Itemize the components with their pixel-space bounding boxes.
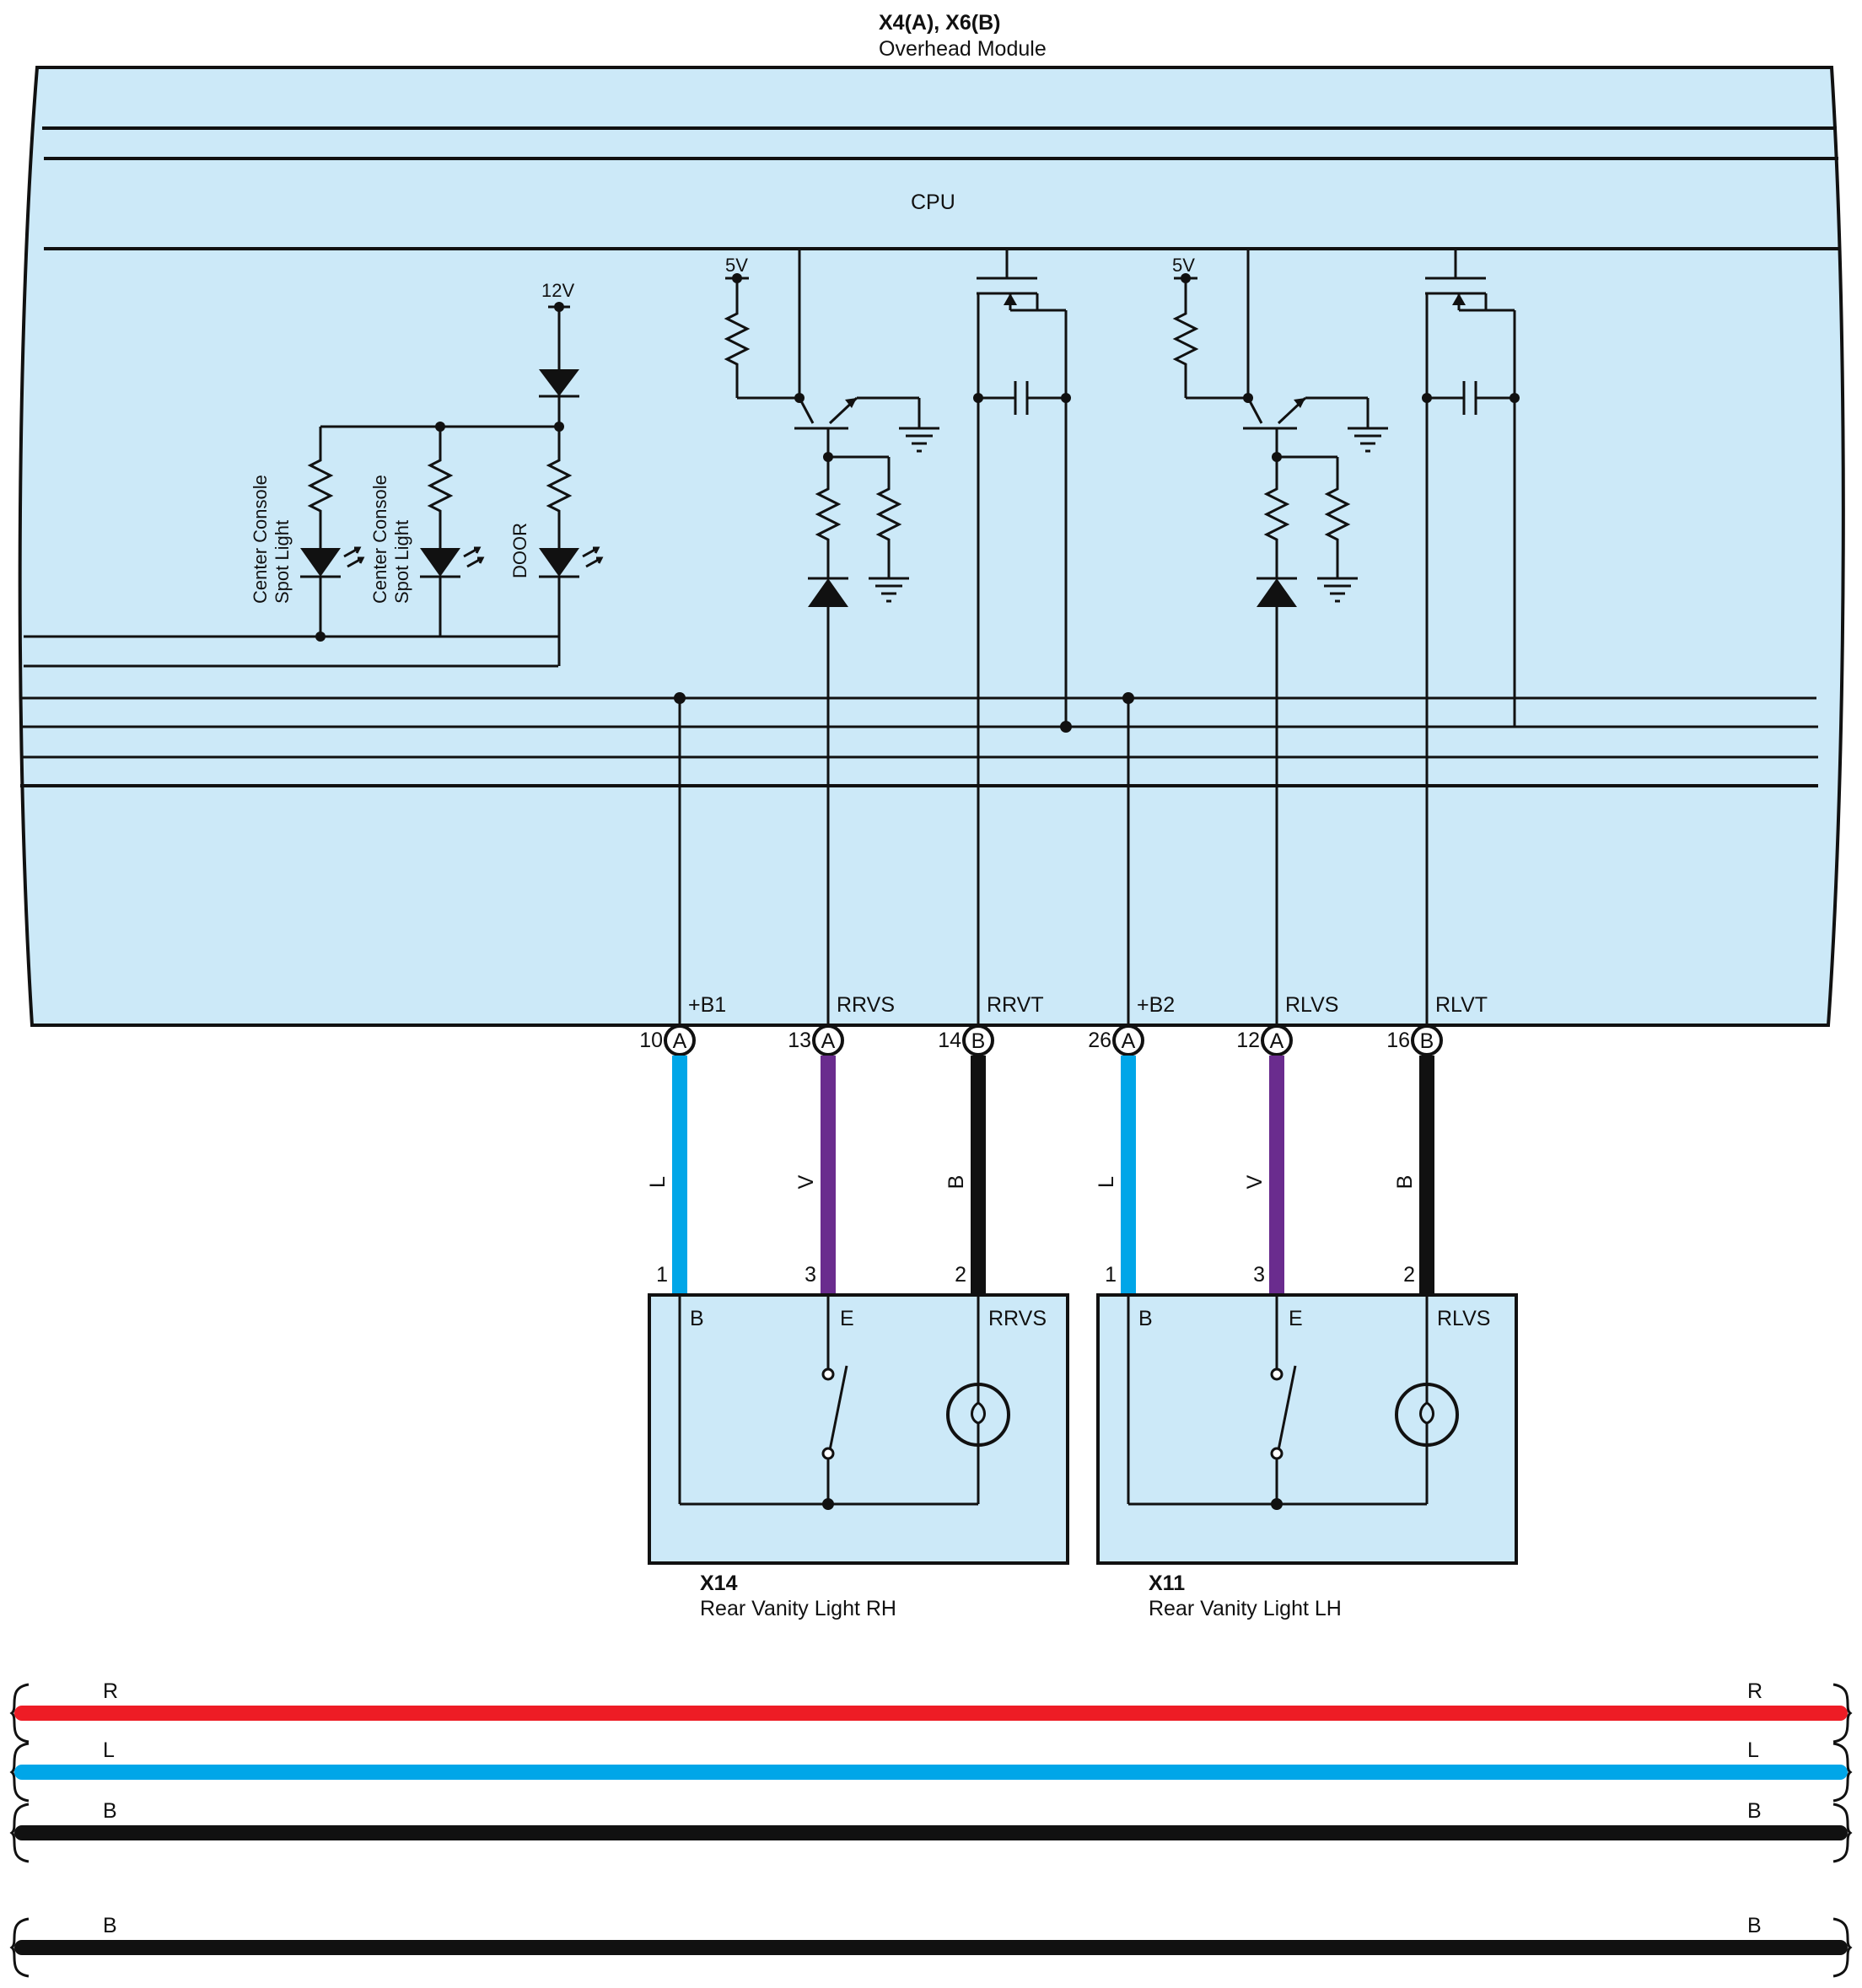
led-2-label-line1: Center Console <box>369 475 390 604</box>
signal-label: RRVT <box>987 993 1044 1017</box>
connector-terminal <box>1112 1024 1144 1056</box>
rh-terminal-rrvs: RRVS <box>988 1307 1047 1330</box>
bus-color-code-right: L <box>1747 1738 1759 1762</box>
pin-number: 12 <box>1236 1029 1260 1052</box>
bus-break-left <box>9 1742 30 1803</box>
connector-letter: A <box>1122 1029 1136 1053</box>
led-circuit: 12V Center Console Spot Light Center Con… <box>250 280 603 666</box>
bus-color-code-right: B <box>1747 1914 1762 1937</box>
connector-letter: A <box>821 1029 836 1053</box>
bus-color-code-left: R <box>103 1679 118 1703</box>
pin-number: 14 <box>938 1029 961 1052</box>
rh-switch-contact-top <box>821 1367 835 1381</box>
rh-door-switch <box>828 1365 848 1451</box>
wire-end-pin: 3 <box>1253 1263 1265 1287</box>
supply-12v-label: 12V <box>541 280 574 301</box>
signal-label: RLVT <box>1435 993 1488 1017</box>
connector-terminal <box>962 1024 994 1056</box>
connector-letter: B <box>1420 1029 1434 1053</box>
lh-switch-contact-bottom <box>1270 1447 1283 1460</box>
led-3-label: DOOR <box>509 523 530 578</box>
connector-letter: A <box>1270 1029 1284 1053</box>
led-2-label-line2: Spot Light <box>391 520 412 604</box>
signal-label: RLVS <box>1285 993 1338 1017</box>
signal-label: RRVS <box>837 993 895 1017</box>
bus-break-left <box>9 1803 30 1863</box>
signal-label: +B1 <box>688 993 726 1017</box>
wire-end-pin: 1 <box>656 1263 668 1287</box>
lh-light-name: Rear Vanity Light LH <box>1149 1597 1342 1620</box>
bus-color-code-left: B <box>103 1914 117 1937</box>
lh-switch-circuit: 5V <box>1066 249 1520 1027</box>
led-1-label-line2: Spot Light <box>272 520 293 604</box>
wire-end-pin: 2 <box>955 1263 966 1287</box>
bus-color-code-left: L <box>103 1738 115 1762</box>
bus-color-code-left: B <box>103 1799 117 1823</box>
wire-color-code: V <box>794 1174 818 1189</box>
lh-terminal-rlvs: RLVS <box>1437 1307 1490 1330</box>
connector-letter: A <box>673 1029 687 1053</box>
rh-light-name: Rear Vanity Light RH <box>700 1597 896 1620</box>
rh-light-code: X14 <box>700 1572 738 1595</box>
cpu-label: CPU <box>911 191 955 214</box>
bus-break-right <box>1832 1917 1853 1978</box>
connector-terminal <box>1411 1024 1443 1056</box>
pin-number: 10 <box>639 1029 663 1052</box>
pin-number: 26 <box>1088 1029 1111 1052</box>
wire-color-code: L <box>646 1176 670 1188</box>
rear-vanity-light-rh: B E RRVS X14 Rear Vanity Light RH <box>648 1293 1069 1620</box>
wire-end-pin: 3 <box>805 1263 816 1287</box>
wire-color-code: L <box>1095 1176 1118 1188</box>
rh-switch-circuit: 5V <box>725 249 1072 1027</box>
bus-color-code-right: B <box>1747 1799 1762 1823</box>
module-code: X4(A), X6(B) <box>879 11 1000 35</box>
bus-break-left <box>9 1917 30 1978</box>
connector-letter: B <box>971 1029 986 1053</box>
pin-number: 13 <box>788 1029 811 1052</box>
connector-terminal <box>664 1024 696 1056</box>
supply-5v-left-label: 5V <box>725 255 748 276</box>
wire-end-pin: 2 <box>1403 1263 1415 1287</box>
bus-break-left <box>9 1683 30 1744</box>
lh-terminal-e: E <box>1289 1307 1303 1330</box>
wire-color-code: V <box>1243 1174 1267 1189</box>
rh-terminal-b: B <box>690 1307 704 1330</box>
wire-color-code: B <box>944 1175 968 1190</box>
signal-label: +B2 <box>1137 993 1175 1017</box>
lh-door-switch <box>1277 1365 1297 1451</box>
bus-break-right <box>1832 1803 1853 1863</box>
rear-vanity-light-lh: B E RLVS X11 Rear Vanity Light LH <box>1096 1293 1518 1620</box>
pin-number: 16 <box>1386 1029 1410 1052</box>
rh-switch-contact-bottom <box>821 1447 835 1460</box>
ground-power-bus: R R L L B B B B <box>9 1679 1853 1978</box>
diode-12v <box>539 369 579 396</box>
bus-color-code-right: R <box>1747 1679 1762 1703</box>
bus-break-right <box>1832 1742 1853 1803</box>
led-1-label-line1: Center Console <box>250 475 271 604</box>
supply-5v-right-label: 5V <box>1172 255 1195 276</box>
harness-wires: L 1 V 3 B 2 L 1 V 3 B 2 <box>646 1056 1434 1295</box>
wire-end-pin: 1 <box>1105 1263 1117 1287</box>
lh-switch-contact-top <box>1270 1367 1283 1381</box>
connector-terminal <box>1261 1024 1293 1056</box>
connector-terminal <box>812 1024 844 1056</box>
rh-terminal-e: E <box>840 1307 854 1330</box>
wire-color-code: B <box>1393 1175 1417 1190</box>
lh-light-code: X11 <box>1149 1572 1185 1595</box>
module-name: Overhead Module <box>879 37 1047 61</box>
bus-break-right <box>1832 1683 1853 1744</box>
lh-terminal-b: B <box>1138 1307 1153 1330</box>
